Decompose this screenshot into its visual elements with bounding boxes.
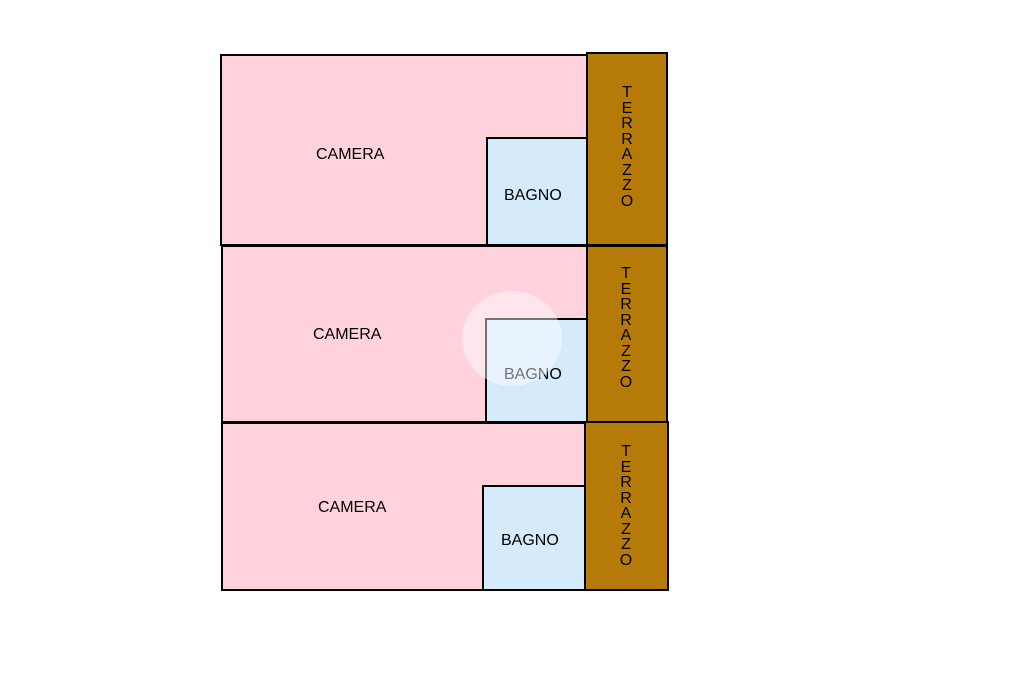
terrazzo-label-2: T E R R A Z Z O <box>619 265 633 391</box>
terrazzo-room-2 <box>586 245 668 423</box>
camera-label-3: CAMERA <box>318 499 387 516</box>
bagno-label-1: BAGNO <box>504 187 562 204</box>
camera-label-1: CAMERA <box>316 146 385 163</box>
bagno-room-1 <box>486 137 588 246</box>
bagno-room-3 <box>482 485 587 591</box>
camera-label-2: CAMERA <box>313 326 382 343</box>
watermark-logo <box>462 291 562 386</box>
bagno-label-3: BAGNO <box>501 532 559 549</box>
bagno-label-2: BAGNO <box>504 366 562 383</box>
terrazzo-label-1: T E R R A Z Z O <box>620 84 634 210</box>
terrazzo-label-3: T E R R A Z Z O <box>619 443 633 569</box>
terrazzo-room-3 <box>584 421 669 591</box>
